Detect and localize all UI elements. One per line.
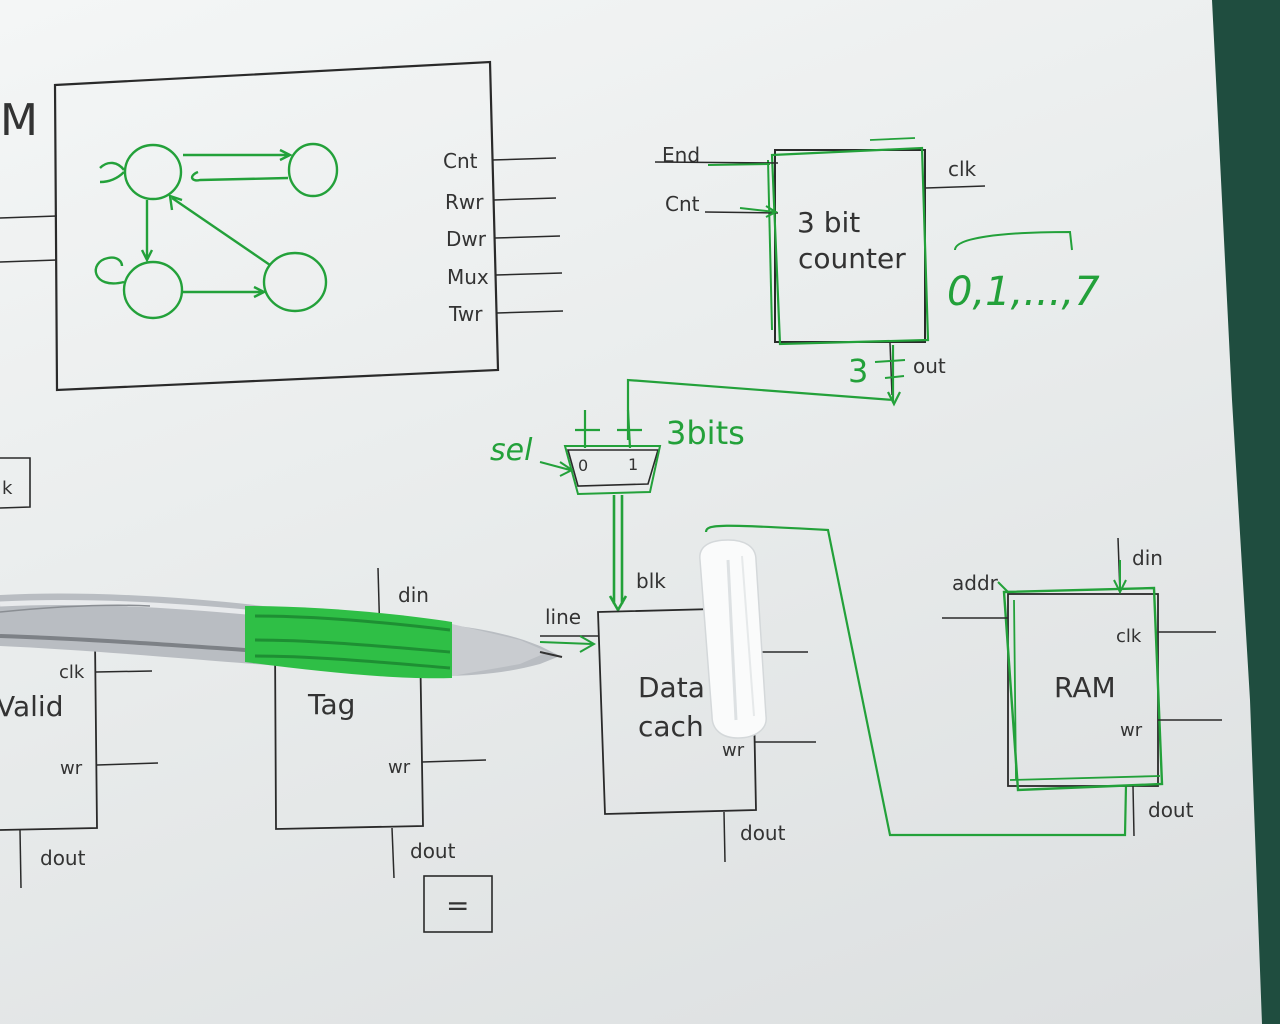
- counter-width-handwritten: 3: [848, 352, 868, 390]
- tag-block: din Tag wr dout =: [274, 567, 493, 933]
- ram-din-label: din: [1132, 546, 1163, 570]
- fsm-output-cnt: Cnt: [443, 149, 478, 173]
- comparator-symbol: =: [446, 889, 469, 922]
- ram-addr-label: addr: [952, 571, 999, 595]
- pen-cap-object: [699, 539, 767, 739]
- counter-input-end: End: [662, 143, 700, 167]
- counter-input-cnt: Cnt: [665, 192, 700, 216]
- fsm-output-rwr: Rwr: [445, 190, 484, 214]
- fsm-output-mux: Mux: [447, 265, 489, 289]
- ram-wr-label: wr: [1120, 720, 1143, 741]
- pen-object: [0, 593, 563, 679]
- mux-bits-handwritten: 3bits: [666, 414, 745, 452]
- tag-dout-label: dout: [410, 839, 456, 863]
- tag-label: Tag: [307, 688, 355, 721]
- mux-input-1: 1: [628, 455, 638, 474]
- left-box-fragment: k: [0, 457, 31, 509]
- valid-clk-label: clk: [59, 662, 85, 683]
- data-cache-label-line2: cach: [638, 710, 704, 743]
- comparator-box: [423, 875, 493, 933]
- ram-clk-label: clk: [1116, 626, 1142, 647]
- mux-input-0: 0: [578, 456, 588, 475]
- fsm-title-fragment: M: [0, 95, 38, 146]
- counter-label-line1: 3 bit: [797, 206, 860, 239]
- ram-dout-label: dout: [1148, 798, 1194, 822]
- fsm-output-dwr: Dwr: [446, 227, 487, 251]
- counter-clk-label: clk: [948, 157, 977, 181]
- data-cache-block: line blk n Data cach wr dout: [539, 524, 1128, 863]
- fsm-output-twr: Twr: [448, 302, 483, 326]
- counter-out-label: out: [913, 354, 946, 378]
- valid-block: Valid clk wr dout: [0, 639, 159, 889]
- valid-dout-label: dout: [40, 846, 86, 870]
- mux-block: 0 1 3bits sel: [490, 409, 745, 613]
- data-cache-blk-label: blk: [636, 569, 666, 593]
- counter-range-handwritten: 0,1,...,7: [947, 269, 1100, 315]
- counter-block: End Cnt clk 3 bit counter out 0,1,...,7 …: [626, 137, 1100, 440]
- valid-label: Valid: [0, 690, 63, 723]
- state-diagram-sketch: [94, 142, 339, 320]
- data-cache-line-label: line: [545, 605, 581, 629]
- data-cache-label-line1: Data: [638, 671, 705, 704]
- counter-label-line2: counter: [798, 242, 906, 275]
- data-cache-wr-fragment: wr: [722, 740, 745, 761]
- left-box-label: k: [2, 478, 13, 499]
- data-cache-dout-label: dout: [740, 821, 786, 845]
- tag-din-label: din: [398, 583, 429, 607]
- valid-wr-label: wr: [60, 758, 83, 779]
- tag-wr-label: wr: [388, 757, 411, 778]
- mux-sel-handwritten: sel: [490, 433, 533, 468]
- fsm-block: M Cnt Rwr Dwr Mux Twr: [0, 60, 564, 392]
- ram-block: addr din clk RAM wr dout: [942, 537, 1222, 837]
- ram-label: RAM: [1054, 671, 1116, 704]
